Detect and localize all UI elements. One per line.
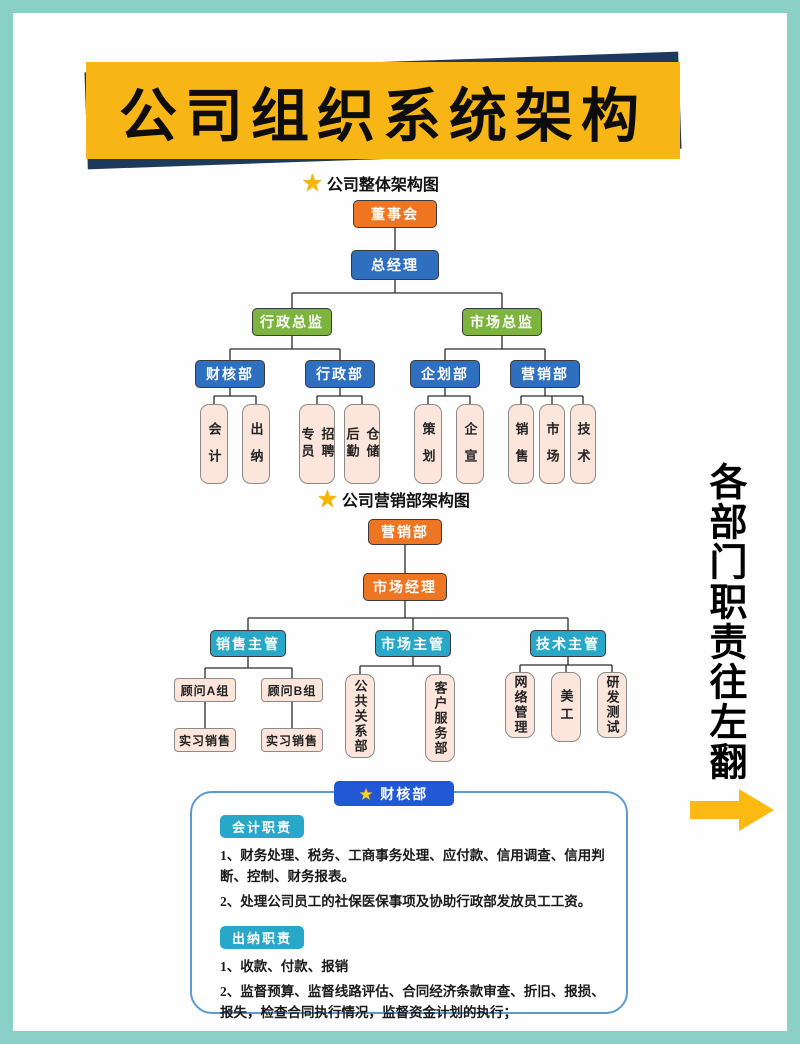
duties-panel: ★ 财核部 会计职责 1、财务处理、税务、工商事务处理、应付款、信用调查、信用判… bbox=[190, 781, 628, 1020]
leaf-art-designer: 美工 bbox=[551, 672, 581, 742]
node-tech-supervisor: 技术主管 bbox=[530, 630, 606, 657]
star-icon: ★ bbox=[318, 487, 337, 511]
leaf-customer-service: 客户服务部 bbox=[425, 674, 455, 762]
accounting-duties-text: 1、财务处理、税务、工商事务处理、应付款、信用调查、信用判断、控制、财务报表。 … bbox=[220, 846, 612, 917]
leaf-intern-sales-a: 实习销售 bbox=[174, 728, 236, 752]
cashier-duties-text: 1、收款、付款、报销 2、监督预算、监督线路评估、合同经济条款审查、折旧、报损、… bbox=[220, 957, 612, 1028]
leaf-warehouse-logistics: 仓储 后勤 bbox=[344, 404, 380, 484]
leaf-consultant-group-a: 顾问A组 bbox=[174, 678, 236, 702]
node-marketing-dept: 营销部 bbox=[510, 360, 580, 388]
leaf-public-relations: 公共关系部 bbox=[345, 674, 375, 758]
page-title: 公司组织系统架构 bbox=[118, 83, 647, 149]
duty-item: 1、财务处理、税务、工商事务处理、应付款、信用调查、信用判断、控制、财务报表。 bbox=[220, 848, 605, 884]
leaf-market: 市场 bbox=[539, 404, 565, 484]
chart1-caption-label: 公司整体架构图 bbox=[326, 177, 439, 194]
cashier-duties-label: 出纳职责 bbox=[220, 926, 304, 949]
node-general-manager: 总经理 bbox=[351, 250, 439, 280]
node-market-supervisor: 市场主管 bbox=[375, 630, 451, 657]
node-market-manager: 市场经理 bbox=[363, 573, 447, 601]
title-banner: 公司组织系统架构 bbox=[86, 62, 680, 159]
leaf-publicity: 企宣 bbox=[456, 404, 484, 484]
chart2-caption-label: 公司营销部架构图 bbox=[341, 493, 470, 510]
duty-item: 1、收款、付款、报销 bbox=[220, 959, 349, 974]
chart2-caption: ★ 公司营销部架构图 bbox=[318, 487, 470, 511]
node-board-of-directors: 董事会 bbox=[353, 200, 437, 228]
leaf-tech: 技术 bbox=[570, 404, 596, 484]
accounting-duties-label: 会计职责 bbox=[220, 815, 304, 838]
side-note: 各部门职责往左翻 bbox=[703, 462, 745, 782]
node-admin-director: 行政总监 bbox=[252, 308, 332, 336]
leaf-recruiting: 招聘 专员 bbox=[299, 404, 335, 484]
node-sales-supervisor: 销售主管 bbox=[210, 630, 286, 657]
node-admin-dept: 行政部 bbox=[305, 360, 375, 388]
star-icon: ★ bbox=[359, 785, 375, 802]
leaf-cashier: 出纳 bbox=[242, 404, 270, 484]
node-planning-dept: 企划部 bbox=[410, 360, 480, 388]
leaf-planning: 策划 bbox=[414, 404, 442, 484]
leaf-intern-sales-b: 实习销售 bbox=[261, 728, 323, 752]
panel-header: ★ 财核部 bbox=[334, 781, 454, 806]
duty-item: 2、监督预算、监督线路评估、合同经济条款审查、折旧、报损、报失，检查合同执行情况… bbox=[220, 983, 605, 1020]
leaf-accounting: 会计 bbox=[200, 404, 228, 484]
leaf-consultant-group-b: 顾问B组 bbox=[261, 678, 323, 702]
right-arrow-icon bbox=[690, 786, 776, 834]
leaf-network-admin: 网络管理 bbox=[505, 672, 535, 738]
duty-item: 2、处理公司员工的社保医保事项及协助行政部发放员工工资。 bbox=[220, 893, 592, 909]
leaf-rd-testing: 研发测试 bbox=[597, 672, 627, 738]
node-marketing-root: 营销部 bbox=[368, 519, 442, 545]
chart1-caption: ★ 公司整体架构图 bbox=[303, 171, 439, 195]
leaf-sales: 销售 bbox=[508, 404, 534, 484]
panel-header-label: 财核部 bbox=[380, 785, 429, 802]
star-icon: ★ bbox=[303, 171, 322, 195]
node-finance-dept: 财核部 bbox=[195, 360, 265, 388]
node-marketing-director: 市场总监 bbox=[462, 308, 542, 336]
